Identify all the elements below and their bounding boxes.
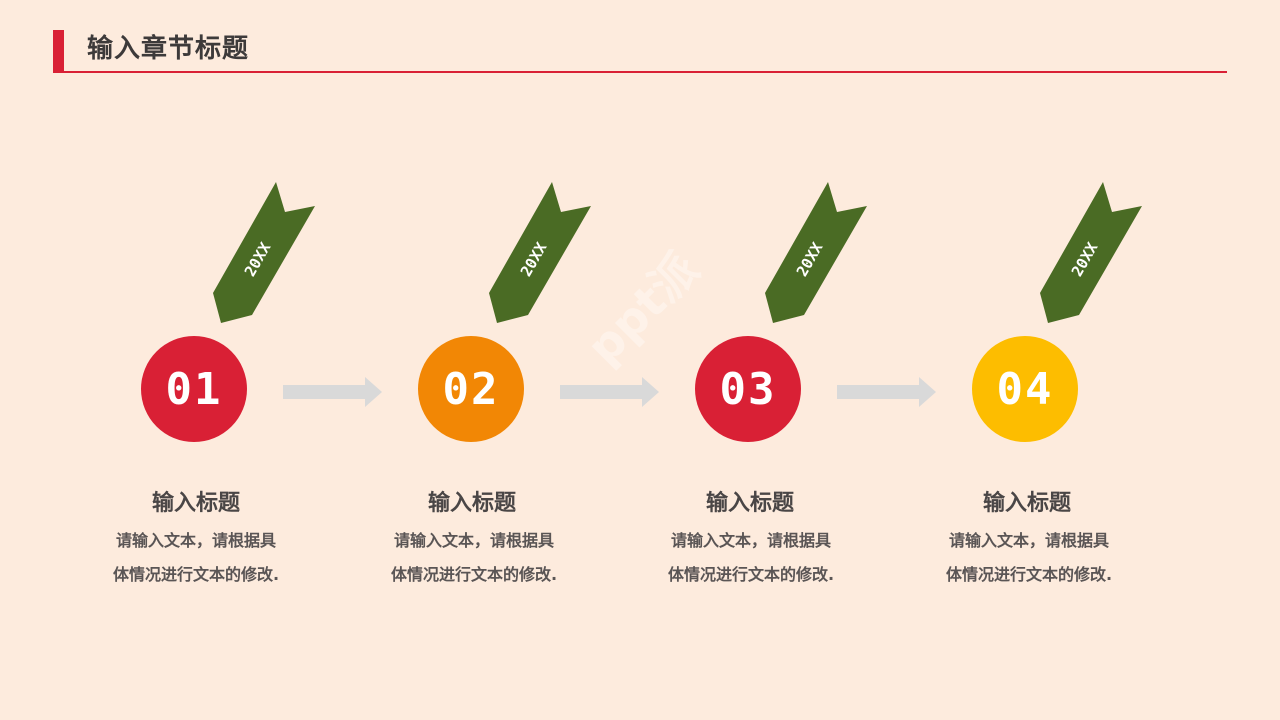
arrow-right-icon [837,377,936,407]
desc-line: 请输入文本，请根据具 [670,531,831,550]
step-circle-02: 02 [418,336,524,442]
ribbon-2: 20XX [489,182,591,323]
step-title-2: 输入标题 [427,491,516,516]
arrow-right-icon [560,377,659,407]
desc-line: 请输入文本，请根据具 [948,531,1109,550]
step-title-3: 输入标题 [705,491,794,516]
desc-line: 体情况进行文本的修改. [390,565,558,584]
ribbon-label: 20XX [793,239,827,279]
desc-line: 体情况进行文本的修改. [945,565,1113,584]
page-title: 输入章节标题 [87,34,250,64]
ribbon-4: 20XX [1040,182,1142,323]
arrow-right-icon [283,377,382,407]
step-title-1: 输入标题 [151,491,240,516]
header-divider [53,71,1227,73]
watermark: ppt派 [576,241,710,375]
ribbon-label: 20XX [1068,239,1102,279]
header-accent-bar [53,30,64,72]
ribbon-1: 20XX [213,182,315,323]
step-desc-2: 请输入文本，请根据具 体情况进行文本的修改. [364,524,584,592]
step-desc-4: 请输入文本，请根据具 体情况进行文本的修改. [919,524,1139,592]
desc-line: 请输入文本，请根据具 [393,531,554,550]
desc-line: 体情况进行文本的修改. [112,565,280,584]
desc-line: 体情况进行文本的修改. [667,565,835,584]
step-title-4: 输入标题 [982,491,1071,516]
step-desc-3: 请输入文本，请根据具 体情况进行文本的修改. [641,524,861,592]
step-circle-01: 01 [141,336,247,442]
step-circle-03: 03 [695,336,801,442]
step-desc-1: 请输入文本，请根据具 体情况进行文本的修改. [86,524,306,592]
ribbon-3: 20XX [765,182,867,323]
ribbon-label: 20XX [517,239,551,279]
desc-line: 请输入文本，请根据具 [115,531,276,550]
ribbon-label: 20XX [241,239,275,279]
step-circle-04: 04 [972,336,1078,442]
